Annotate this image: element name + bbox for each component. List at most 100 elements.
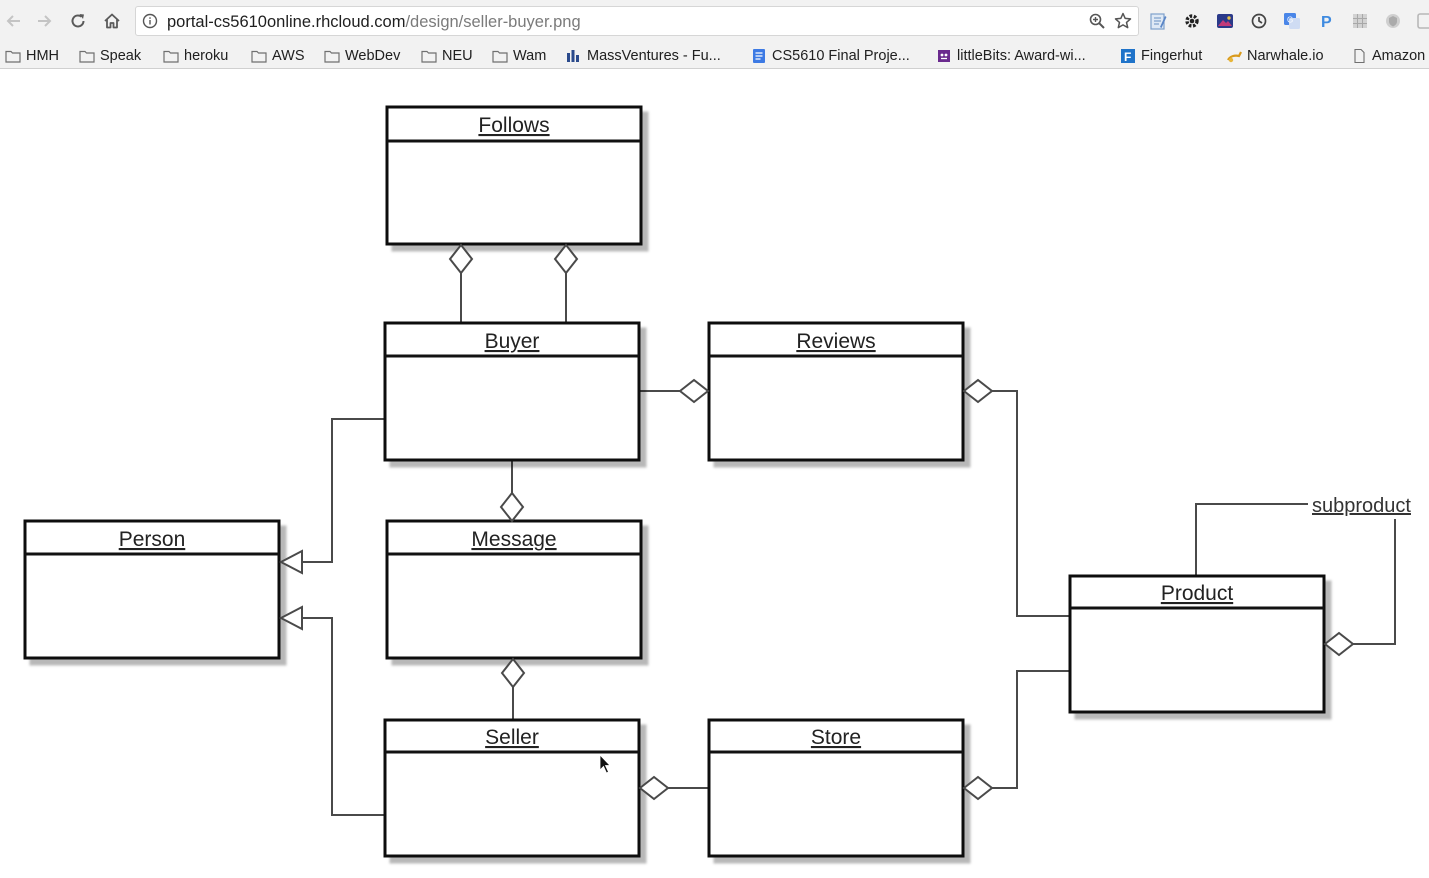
mouse-cursor-icon xyxy=(599,754,611,774)
class-name-product: Product xyxy=(1161,582,1234,605)
bookmark-star-icon[interactable] xyxy=(1113,11,1133,31)
svg-text:G: G xyxy=(1287,16,1293,25)
browser-toolbar: portal-cs5610online.rhcloud.com/design/s… xyxy=(0,0,1429,42)
class-buyer: Buyer xyxy=(383,321,641,462)
folder-icon xyxy=(492,50,508,63)
aggregation-diamond-follows-left xyxy=(448,243,474,275)
aggregation-diamond-product-subproduct xyxy=(1323,631,1355,657)
class-name-person: Person xyxy=(119,528,186,551)
aggregation-diamond-store-product xyxy=(962,775,994,801)
bookmark-webdev[interactable]: WebDev xyxy=(324,46,400,65)
zoom-icon[interactable] xyxy=(1088,12,1106,30)
product-subproduct-connector-bottom xyxy=(1353,519,1396,645)
bookmark-littlebits[interactable]: littleBits: Award-wi... xyxy=(936,46,1086,65)
product-reviews-connector xyxy=(992,390,1070,617)
subproduct-label: subproduct xyxy=(1312,495,1411,517)
uml-class-diagram: Follows Buyer Reviews Person Message Sel… xyxy=(23,105,1411,858)
doc-icon xyxy=(753,48,765,63)
translate-extension-icon[interactable]: G xyxy=(1282,11,1302,31)
aggregation-diamond-reviews-buyer xyxy=(678,378,710,404)
fingerhut-icon: F xyxy=(1121,48,1135,63)
photo-extension-icon[interactable] xyxy=(1215,11,1235,31)
folder-icon xyxy=(5,50,21,63)
bookmark-amazon[interactable]: Amazon xyxy=(1351,46,1425,65)
bookmark-fingerhut[interactable]: F Fingerhut xyxy=(1120,46,1202,65)
svg-text:P: P xyxy=(1321,14,1332,31)
bookmark-aws[interactable]: AWS xyxy=(251,46,305,65)
info-icon[interactable] xyxy=(142,13,158,29)
reload-button[interactable] xyxy=(66,9,90,33)
bookmark-label: Fingerhut xyxy=(1141,47,1203,64)
aggregation-diamond-message-seller xyxy=(500,657,526,689)
narwhale-icon xyxy=(1227,51,1242,62)
aggregation-diamond-reviews-product xyxy=(962,378,994,404)
bookmark-label: littleBits: Award-wi... xyxy=(957,47,1086,64)
url-host: portal-cs5610online.rhcloud.com xyxy=(167,13,406,31)
class-store: Store xyxy=(707,718,965,858)
forward-button[interactable] xyxy=(32,9,56,33)
folder-icon xyxy=(79,50,95,63)
forward-arrow-icon xyxy=(38,15,52,27)
url-path: /design/seller-buyer.png xyxy=(405,13,581,31)
bookmark-label: MassVentures - Fu... xyxy=(587,47,721,64)
bookmark-heroku[interactable]: heroku xyxy=(163,46,228,65)
product-subproduct-connector-top xyxy=(1195,503,1308,576)
bookmark-narwhale[interactable]: Narwhale.io xyxy=(1226,46,1324,65)
bookmark-cs5610[interactable]: CS5610 Final Proje... xyxy=(751,46,910,65)
home-icon xyxy=(104,13,120,29)
bookmark-label: HMH xyxy=(26,47,60,64)
class-name-buyer: Buyer xyxy=(485,330,540,353)
class-reviews: Reviews xyxy=(707,321,965,462)
back-button[interactable] xyxy=(2,9,26,33)
bookmark-wam[interactable]: Wam xyxy=(492,46,546,65)
home-button[interactable] xyxy=(100,9,124,33)
class-name-message: Message xyxy=(471,528,556,551)
gear-extension-icon[interactable] xyxy=(1182,11,1202,31)
bookmark-speak[interactable]: Speak xyxy=(79,46,141,65)
class-seller: Seller xyxy=(383,718,641,858)
bookmark-label: CS5610 Final Proje... xyxy=(772,47,910,64)
class-person: Person xyxy=(23,519,281,660)
bookmark-label: AWS xyxy=(272,47,305,64)
bookmark-label: WebDev xyxy=(345,47,401,64)
class-name-store: Store xyxy=(811,726,861,749)
folder-icon xyxy=(251,50,267,63)
seller-person-generalization xyxy=(302,617,385,816)
svg-text:F: F xyxy=(1124,50,1131,63)
bookmark-hmh[interactable]: HMH xyxy=(5,46,59,65)
aggregation-diamond-seller-store xyxy=(638,775,670,801)
class-name-follows: Follows xyxy=(478,114,549,137)
class-follows: Follows xyxy=(385,105,643,246)
bookmark-label: NEU xyxy=(442,47,473,64)
pinterest-p-icon[interactable]: P xyxy=(1317,11,1337,31)
bookmark-massventures[interactable]: MassVentures - Fu... xyxy=(566,46,721,65)
bookmark-label: heroku xyxy=(184,47,229,64)
address-bar[interactable]: portal-cs5610online.rhcloud.com/design/s… xyxy=(135,6,1139,36)
class-name-reviews: Reviews xyxy=(796,330,875,353)
shield-extension-icon[interactable] xyxy=(1383,11,1403,31)
bookmarks-bar: HMH Speak heroku AWS WebDev NEU Wam Mass… xyxy=(0,42,1429,69)
bookmark-neu[interactable]: NEU xyxy=(421,46,473,65)
class-product: Product xyxy=(1068,574,1326,714)
back-arrow-icon xyxy=(6,15,20,27)
bookmark-label: Wam xyxy=(513,47,547,64)
reload-icon xyxy=(71,14,85,28)
page-icon xyxy=(1354,48,1365,63)
aggregation-diamond-message-buyer xyxy=(499,491,525,523)
bar-chart-icon xyxy=(567,49,579,62)
generalization-arrow-seller-person xyxy=(278,605,303,631)
bookmark-label: Amazon xyxy=(1372,47,1426,64)
folder-icon xyxy=(163,50,179,63)
bookmark-label: Speak xyxy=(100,47,142,64)
grid-extension-icon[interactable] xyxy=(1350,11,1370,31)
window-extension-icon[interactable] xyxy=(1414,11,1429,31)
bookmark-label: Narwhale.io xyxy=(1247,47,1324,64)
sync-extension-icon[interactable] xyxy=(1249,11,1269,31)
class-name-seller: Seller xyxy=(485,726,539,749)
folder-icon xyxy=(421,50,437,63)
product-store-connector xyxy=(992,670,1070,789)
folder-icon xyxy=(324,50,340,63)
generalization-arrow-buyer-person xyxy=(278,549,303,575)
url-text[interactable]: portal-cs5610online.rhcloud.com/design/s… xyxy=(167,13,581,31)
notes-extension-icon[interactable] xyxy=(1148,11,1168,31)
